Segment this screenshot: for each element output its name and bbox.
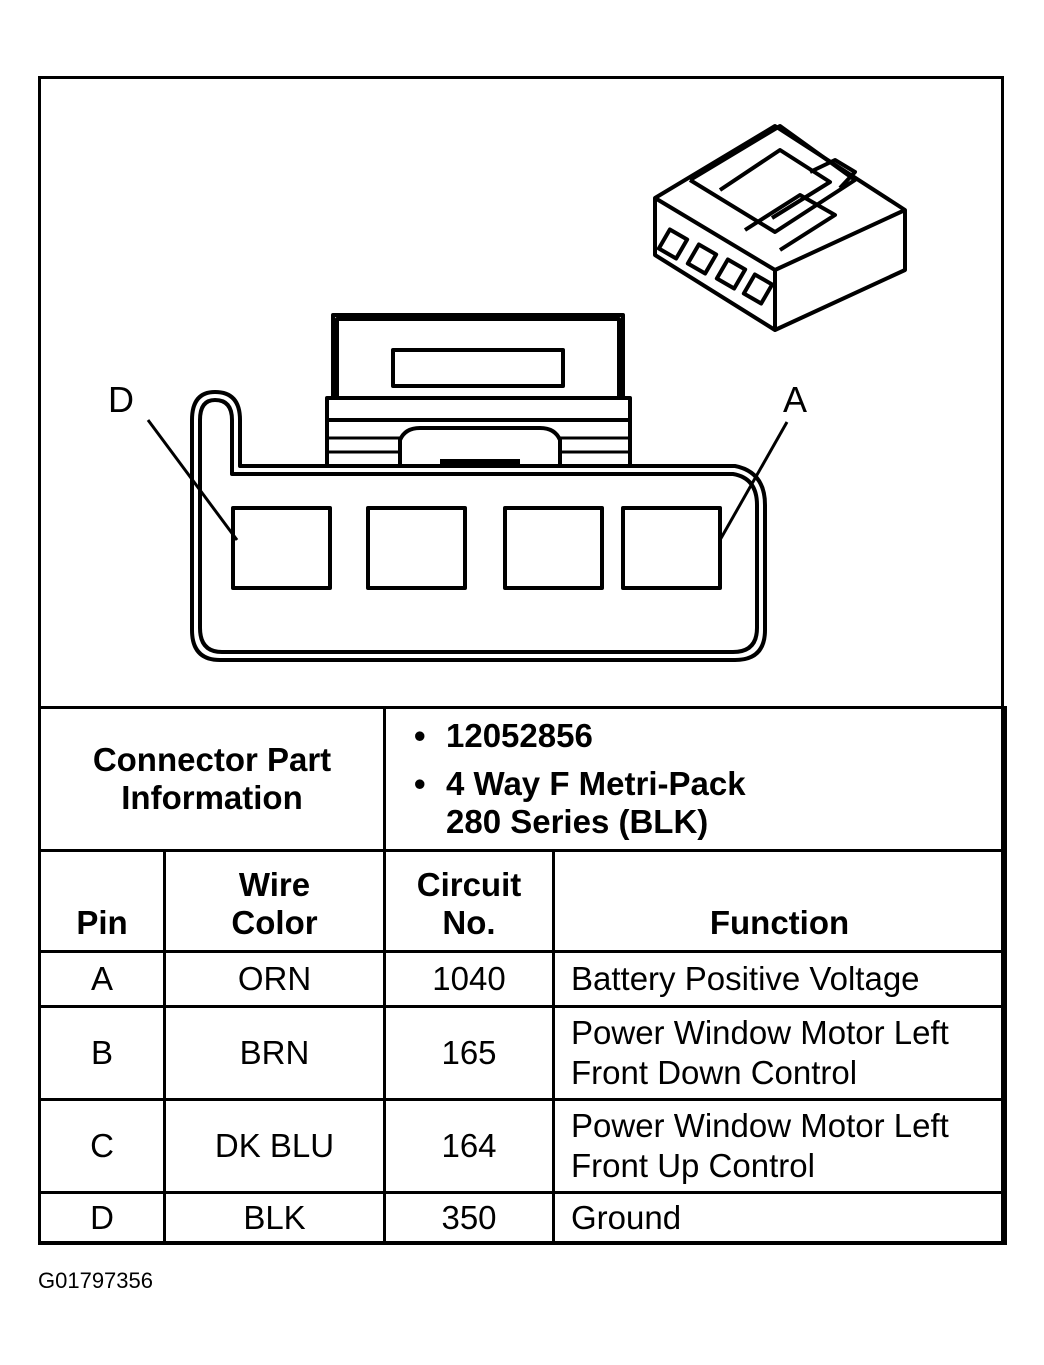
col-header-pin: Pin — [38, 849, 166, 953]
circuit-cell: 1040 — [383, 950, 555, 1008]
part-description-line1: 4 Way F Metri-Pack — [446, 765, 746, 802]
pin-label-d: D — [108, 379, 134, 420]
function-cell: Battery Positive Voltage — [551, 950, 1008, 1008]
wire-color-cell: DK BLU — [163, 1098, 386, 1194]
connector-diagram: D A — [108, 124, 907, 662]
part-description-line2: 280 Series (BLK) — [446, 803, 709, 840]
connector-part-values: 12052856 4 Way F Metri-Pack 280 Series (… — [382, 706, 1008, 852]
connector-part-row: Connector Part Information 12052856 4 Wa… — [38, 706, 1008, 852]
table-row: A ORN 1040 Battery Positive Voltage — [38, 950, 1008, 1008]
pin-cell: A — [38, 950, 166, 1008]
wire-color-cell: BRN — [163, 1005, 386, 1101]
connector-part-label: Connector Part Information — [38, 706, 386, 852]
circuit-cell: 164 — [383, 1098, 555, 1194]
pin-cell: B — [38, 1005, 166, 1101]
connector-part-label-line2: Information — [121, 779, 303, 816]
wire-color-cell: BLK — [163, 1191, 386, 1245]
connector-isometric-icon — [653, 124, 907, 332]
part-number: 12052856 — [446, 717, 1004, 755]
wire-color-cell: ORN — [163, 950, 386, 1008]
pin-label-a: A — [783, 379, 807, 420]
pin-cell: C — [38, 1098, 166, 1194]
connector-part-label-line1: Connector Part — [92, 741, 332, 778]
col-header-function: Function — [551, 849, 1008, 953]
part-description: 4 Way F Metri-Pack 280 Series (BLK) — [446, 765, 1004, 841]
circuit-cell: 350 — [383, 1191, 555, 1245]
connector-info-table: Connector Part Information 12052856 4 Wa… — [38, 706, 1008, 1245]
table-row: D BLK 350 Ground — [38, 1191, 1008, 1245]
circuit-cell: 165 — [383, 1005, 555, 1101]
figure-code: G01797356 — [38, 1268, 153, 1293]
connector-face-view — [146, 313, 789, 662]
function-cell: Ground — [551, 1191, 1008, 1245]
pin-cell: D — [38, 1191, 166, 1245]
